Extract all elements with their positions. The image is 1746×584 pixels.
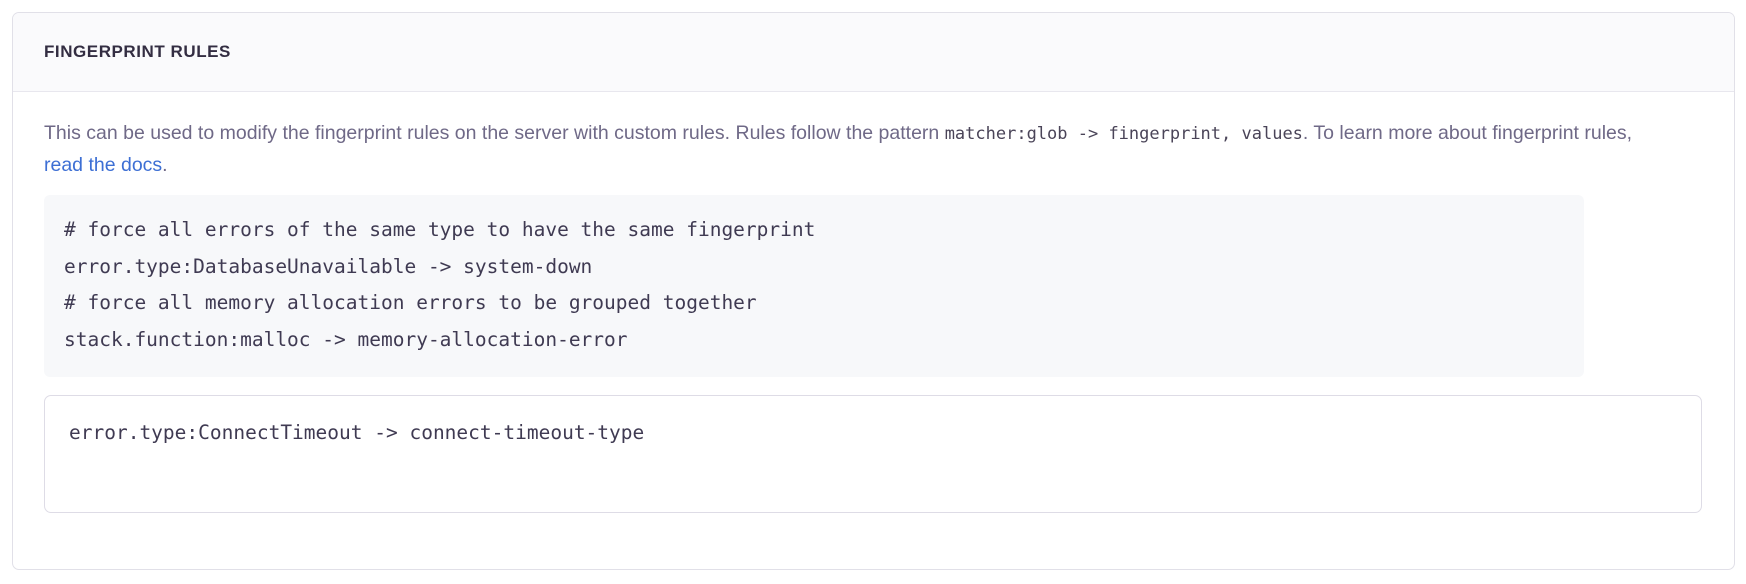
- code-line: # force all memory allocation errors to …: [64, 291, 757, 314]
- description-text: This can be used to modify the fingerpri…: [44, 118, 1644, 181]
- card-body: This can be used to modify the fingerpri…: [13, 92, 1734, 513]
- page-title: FINGERPRINT RULES: [44, 41, 231, 61]
- read-the-docs-link[interactable]: read the docs: [44, 154, 163, 176]
- inline-code-pattern: matcher:glob -> fingerprint, values: [944, 124, 1303, 144]
- description-part-3: .: [162, 154, 168, 176]
- fingerprint-rules-card: FINGERPRINT RULES This can be used to mo…: [12, 12, 1735, 570]
- code-line: # force all errors of the same type to h…: [64, 218, 816, 241]
- description-part-2: . To learn more about fingerprint rules,: [1302, 122, 1633, 144]
- fingerprint-rules-input[interactable]: [44, 395, 1702, 513]
- code-line: error.type:DatabaseUnavailable -> system…: [64, 254, 593, 278]
- code-line: stack.function:malloc -> memory-allocati…: [64, 327, 628, 351]
- card-header: FINGERPRINT RULES: [13, 13, 1734, 92]
- description-part-1: This can be used to modify the fingerpri…: [44, 122, 945, 144]
- example-code-block: # force all errors of the same type to h…: [44, 195, 1584, 377]
